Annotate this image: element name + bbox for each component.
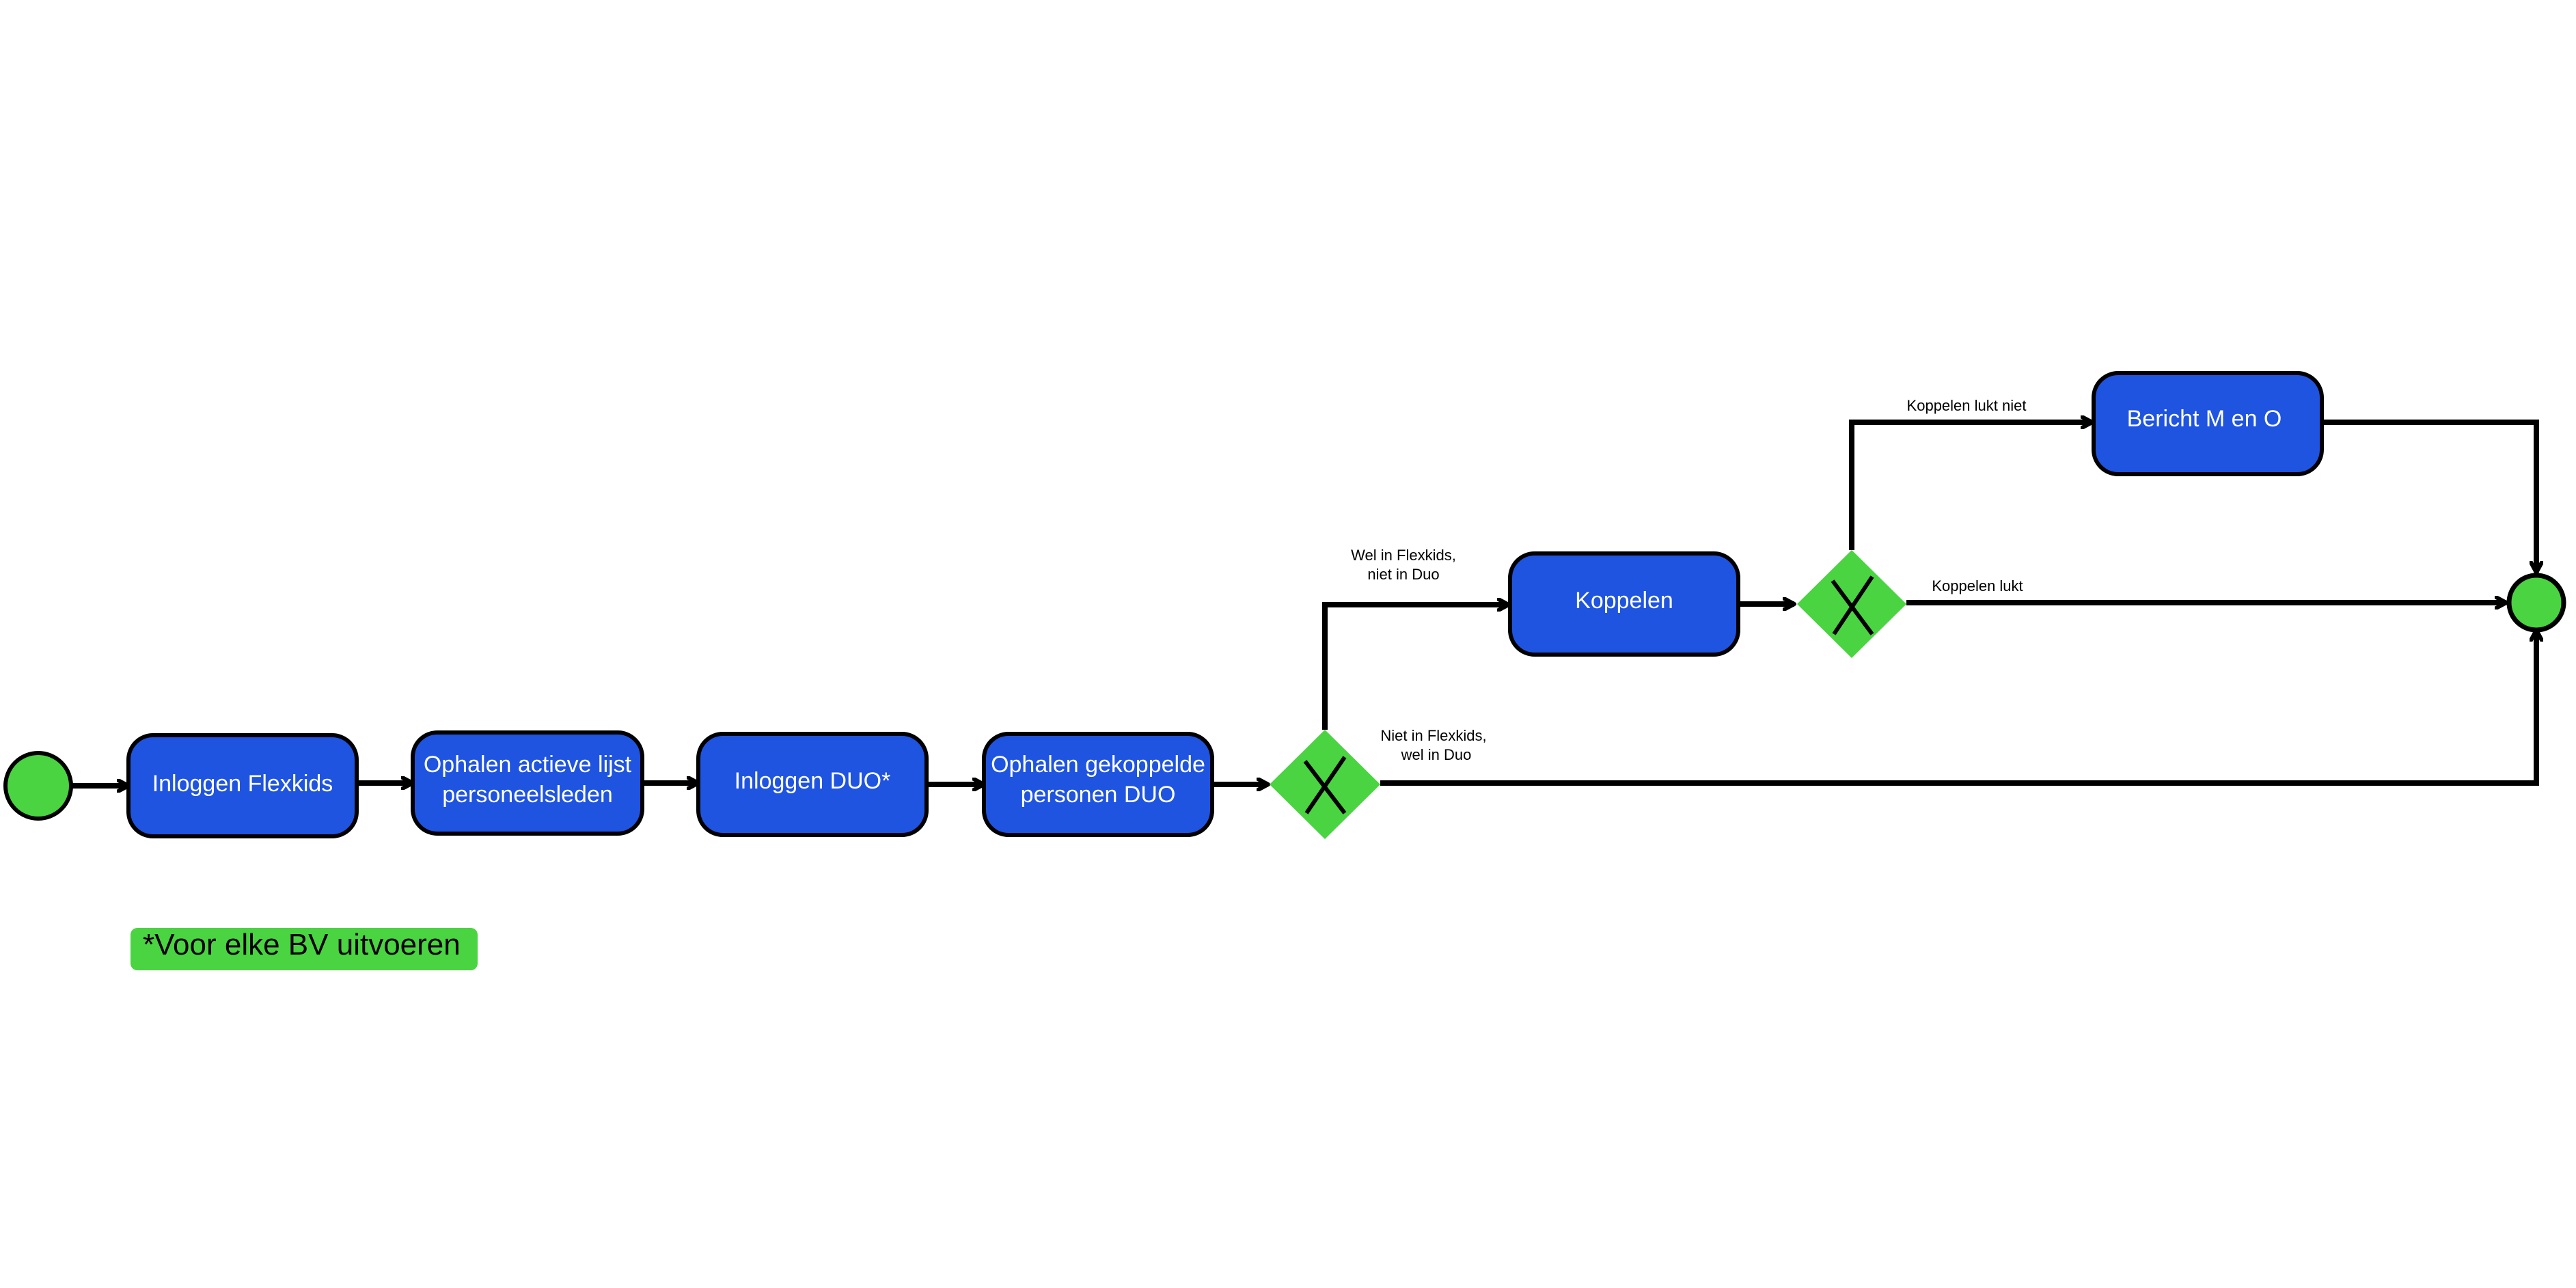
edge-label-koppelen-lukt-niet: Koppelen lukt niet [1907, 397, 2027, 414]
end-node-icon [2506, 573, 2566, 633]
activity-ophalen-actieve-lijst[interactable]: Ophalen actieve lijst personeelsleden [411, 730, 644, 836]
edge-label-niet-in-flexkids: Niet in Flexkids, wel in Duo [1380, 727, 1486, 763]
activity-ophalen-gekoppelde-personen[interactable]: Ophalen gekoppelde personen DUO [982, 732, 1214, 837]
activity-label: Bericht M en O [2127, 406, 2282, 432]
edge-label-line-1: Niet in Flexkids, [1380, 727, 1486, 744]
edge-label-line-1: Wel in Flexkids, [1351, 547, 1456, 564]
edge-bericht-to-end [2322, 420, 2536, 573]
start-node-icon [3, 751, 73, 821]
edge-label-koppelen-lukt: Koppelen lukt [1932, 577, 2023, 594]
activity-label-line-1: Ophalen actieve lijst [424, 752, 632, 778]
activity-label: Inloggen Flexkids [152, 771, 333, 797]
edge-label-wel-in-flexkids: Wel in Flexkids, niet in Duo [1351, 547, 1456, 583]
edge-decision1-to-end [1380, 630, 2536, 786]
edge-label-line-2: wel in Duo [1401, 746, 1472, 763]
decision-diamond-icon [1797, 550, 1906, 658]
activity-inloggen-duo[interactable]: Inloggen DUO* [696, 732, 929, 837]
edge-decision2-to-bericht [1849, 422, 2092, 550]
decision-diamond-icon [1270, 730, 1380, 839]
activity-label: Inloggen DUO* [735, 768, 891, 794]
activity-bericht-m-en-o[interactable]: Bericht M en O [2092, 371, 2324, 476]
footnote-badge: *Voor elke BV uitvoeren [131, 928, 478, 970]
activity-koppelen[interactable]: Koppelen [1508, 551, 1740, 657]
activity-label: Koppelen [1575, 588, 1673, 614]
activity-label-line-2: personen DUO [1021, 782, 1176, 808]
activity-label-line-1: Ophalen gekoppelde [991, 752, 1205, 778]
activity-label-line-2: personeelsleden [442, 782, 613, 808]
activity-inloggen-flexkids[interactable]: Inloggen Flexkids [126, 733, 359, 838]
footnote-text: *Voor elke BV uitvoeren [143, 928, 461, 961]
edge-decision1-to-koppelen [1322, 605, 1509, 730]
edge-label-line-2: niet in Duo [1367, 566, 1439, 583]
edges [72, 422, 2536, 786]
